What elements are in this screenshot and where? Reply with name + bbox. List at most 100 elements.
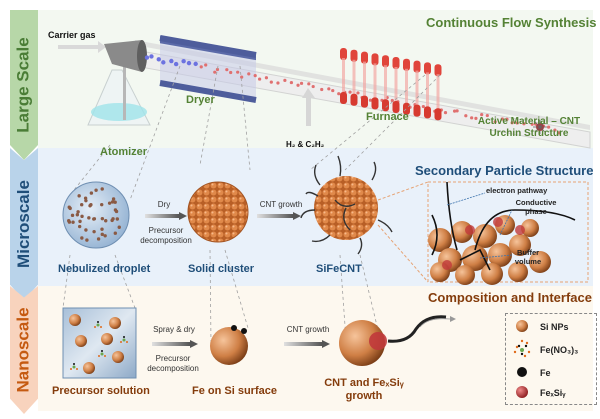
furnace-coil-bottom — [413, 104, 421, 117]
micro-decomposition-line1: Precursor — [148, 226, 184, 235]
furnace-coil-body — [394, 67, 398, 103]
furnace-coil-bottom — [340, 92, 347, 104]
tube-particle — [547, 125, 551, 129]
furnace-coil-top — [424, 62, 431, 75]
cnt-fesi-growth-label: CNT and FeₓSiᵧ growth — [322, 377, 406, 403]
tube-particle — [264, 76, 269, 80]
precursor-atom — [123, 336, 125, 338]
fesi-phase — [493, 217, 503, 227]
atomizer-flask — [87, 60, 151, 126]
tube-particle — [193, 61, 198, 67]
spray-dry-arrow — [152, 340, 198, 348]
tube-particle — [452, 109, 457, 113]
urchin-product-icon — [533, 120, 547, 134]
product-label-line2: Urchin Structure — [489, 128, 569, 139]
legend: Si NPs Fe(NO₃)₃ Fe FeₓSiᵧ — [505, 313, 597, 405]
droplet-particle — [115, 217, 120, 221]
droplet-particle — [70, 213, 75, 218]
si-particle — [481, 263, 503, 285]
furnace-coil-bottom — [392, 101, 400, 113]
tube-particle — [253, 74, 257, 78]
fesi-phase — [515, 225, 525, 235]
droplet-particle — [92, 217, 96, 221]
si-particle — [455, 265, 475, 285]
tube-particle — [327, 87, 331, 91]
droplet-particle — [80, 214, 84, 219]
gas-inlet-label: H₂ & C₂H₂ — [286, 140, 325, 149]
tube-particle — [289, 80, 294, 85]
droplet-particle — [113, 231, 118, 235]
tube-particle — [199, 65, 203, 69]
droplet-particle — [76, 210, 80, 214]
tube-particle — [299, 81, 304, 85]
precursor-atom — [100, 326, 102, 328]
tube-particles — [144, 54, 561, 135]
tube-particle — [470, 116, 474, 120]
tube-particle — [311, 84, 315, 89]
droplet-particle — [100, 202, 104, 207]
tube-particle — [161, 60, 166, 65]
atomizer-label: Atomizer — [100, 146, 148, 158]
fesi-phase — [465, 225, 475, 235]
tube-particle — [307, 82, 311, 86]
si-nanoparticle — [75, 335, 87, 347]
tube-particle — [337, 92, 341, 96]
furnace-coil-bottom — [382, 99, 389, 112]
cnt-growth-micro-arrow — [257, 212, 301, 220]
droplet-particle — [78, 219, 82, 224]
tube-particle — [156, 57, 161, 62]
droplet-particle — [113, 208, 118, 212]
dry-step-label: Dry — [157, 200, 171, 209]
furnace-coils — [340, 48, 442, 121]
droplet-particle — [84, 228, 88, 232]
precursor-atom — [126, 341, 128, 343]
tube-particle — [474, 116, 478, 120]
precursor-atom — [98, 355, 100, 357]
nebulized-droplet — [62, 181, 130, 249]
nano-decomposition-line2: decomposition — [147, 364, 199, 373]
furnace-label: Furnace — [366, 111, 409, 123]
fe-on-si-particle — [210, 325, 248, 365]
sifecnt-label: SiFeCNT — [316, 263, 362, 275]
tube-particle — [480, 113, 484, 117]
fe-on-si-label: Fe on Si surface — [192, 385, 277, 397]
tube-particle — [464, 114, 468, 118]
large-scale-title: Continuous Flow Synthesis — [426, 15, 597, 30]
micro-decomposition-line2: decomposition — [140, 236, 192, 245]
legend-icons — [513, 320, 531, 398]
droplet-particle — [94, 188, 98, 192]
conductive-phase-callout: Conductive phase — [508, 198, 564, 216]
nanoscale-title: Composition and Interface — [428, 290, 592, 305]
tube-particle — [283, 78, 287, 82]
precursor-center — [122, 338, 126, 342]
cnt-growth-nano-arrow — [284, 340, 330, 348]
precursor-atom — [97, 321, 99, 323]
product-label: Active Material – CNT Urchin Structure — [472, 116, 586, 140]
droplet-particle — [117, 225, 121, 229]
cnt-growth-nano-label: CNT growth — [286, 325, 330, 334]
precursor-atom — [76, 368, 78, 370]
tube-particle — [390, 98, 394, 103]
furnace-coil-bottom — [371, 97, 379, 110]
nano-decomposition-label: Precursor decomposition — [144, 354, 202, 374]
conductive-line2: phase — [525, 207, 547, 216]
furnace-coil-top — [434, 64, 442, 77]
tube-particle — [356, 91, 360, 95]
secondary-structure-zoom-box — [377, 181, 589, 285]
furnace-coil-body — [426, 72, 429, 109]
tube-particle — [215, 67, 220, 72]
tube-particle — [485, 113, 489, 118]
conductive-line1: Conductive — [515, 198, 557, 207]
furnace-coil-bottom — [361, 95, 368, 108]
furnace-coil-top — [361, 51, 368, 64]
tube-particle — [225, 68, 229, 72]
large-scale-strip: Large Scale — [10, 10, 38, 160]
furnace-coil-body — [363, 61, 366, 98]
furnace-coil-body — [352, 59, 356, 96]
precursor-atom — [104, 355, 106, 357]
tube-particle — [236, 70, 240, 74]
furnace-coil-top — [382, 55, 389, 68]
furnace-coil-body — [415, 70, 419, 107]
furnace-coil-bottom — [403, 102, 410, 115]
